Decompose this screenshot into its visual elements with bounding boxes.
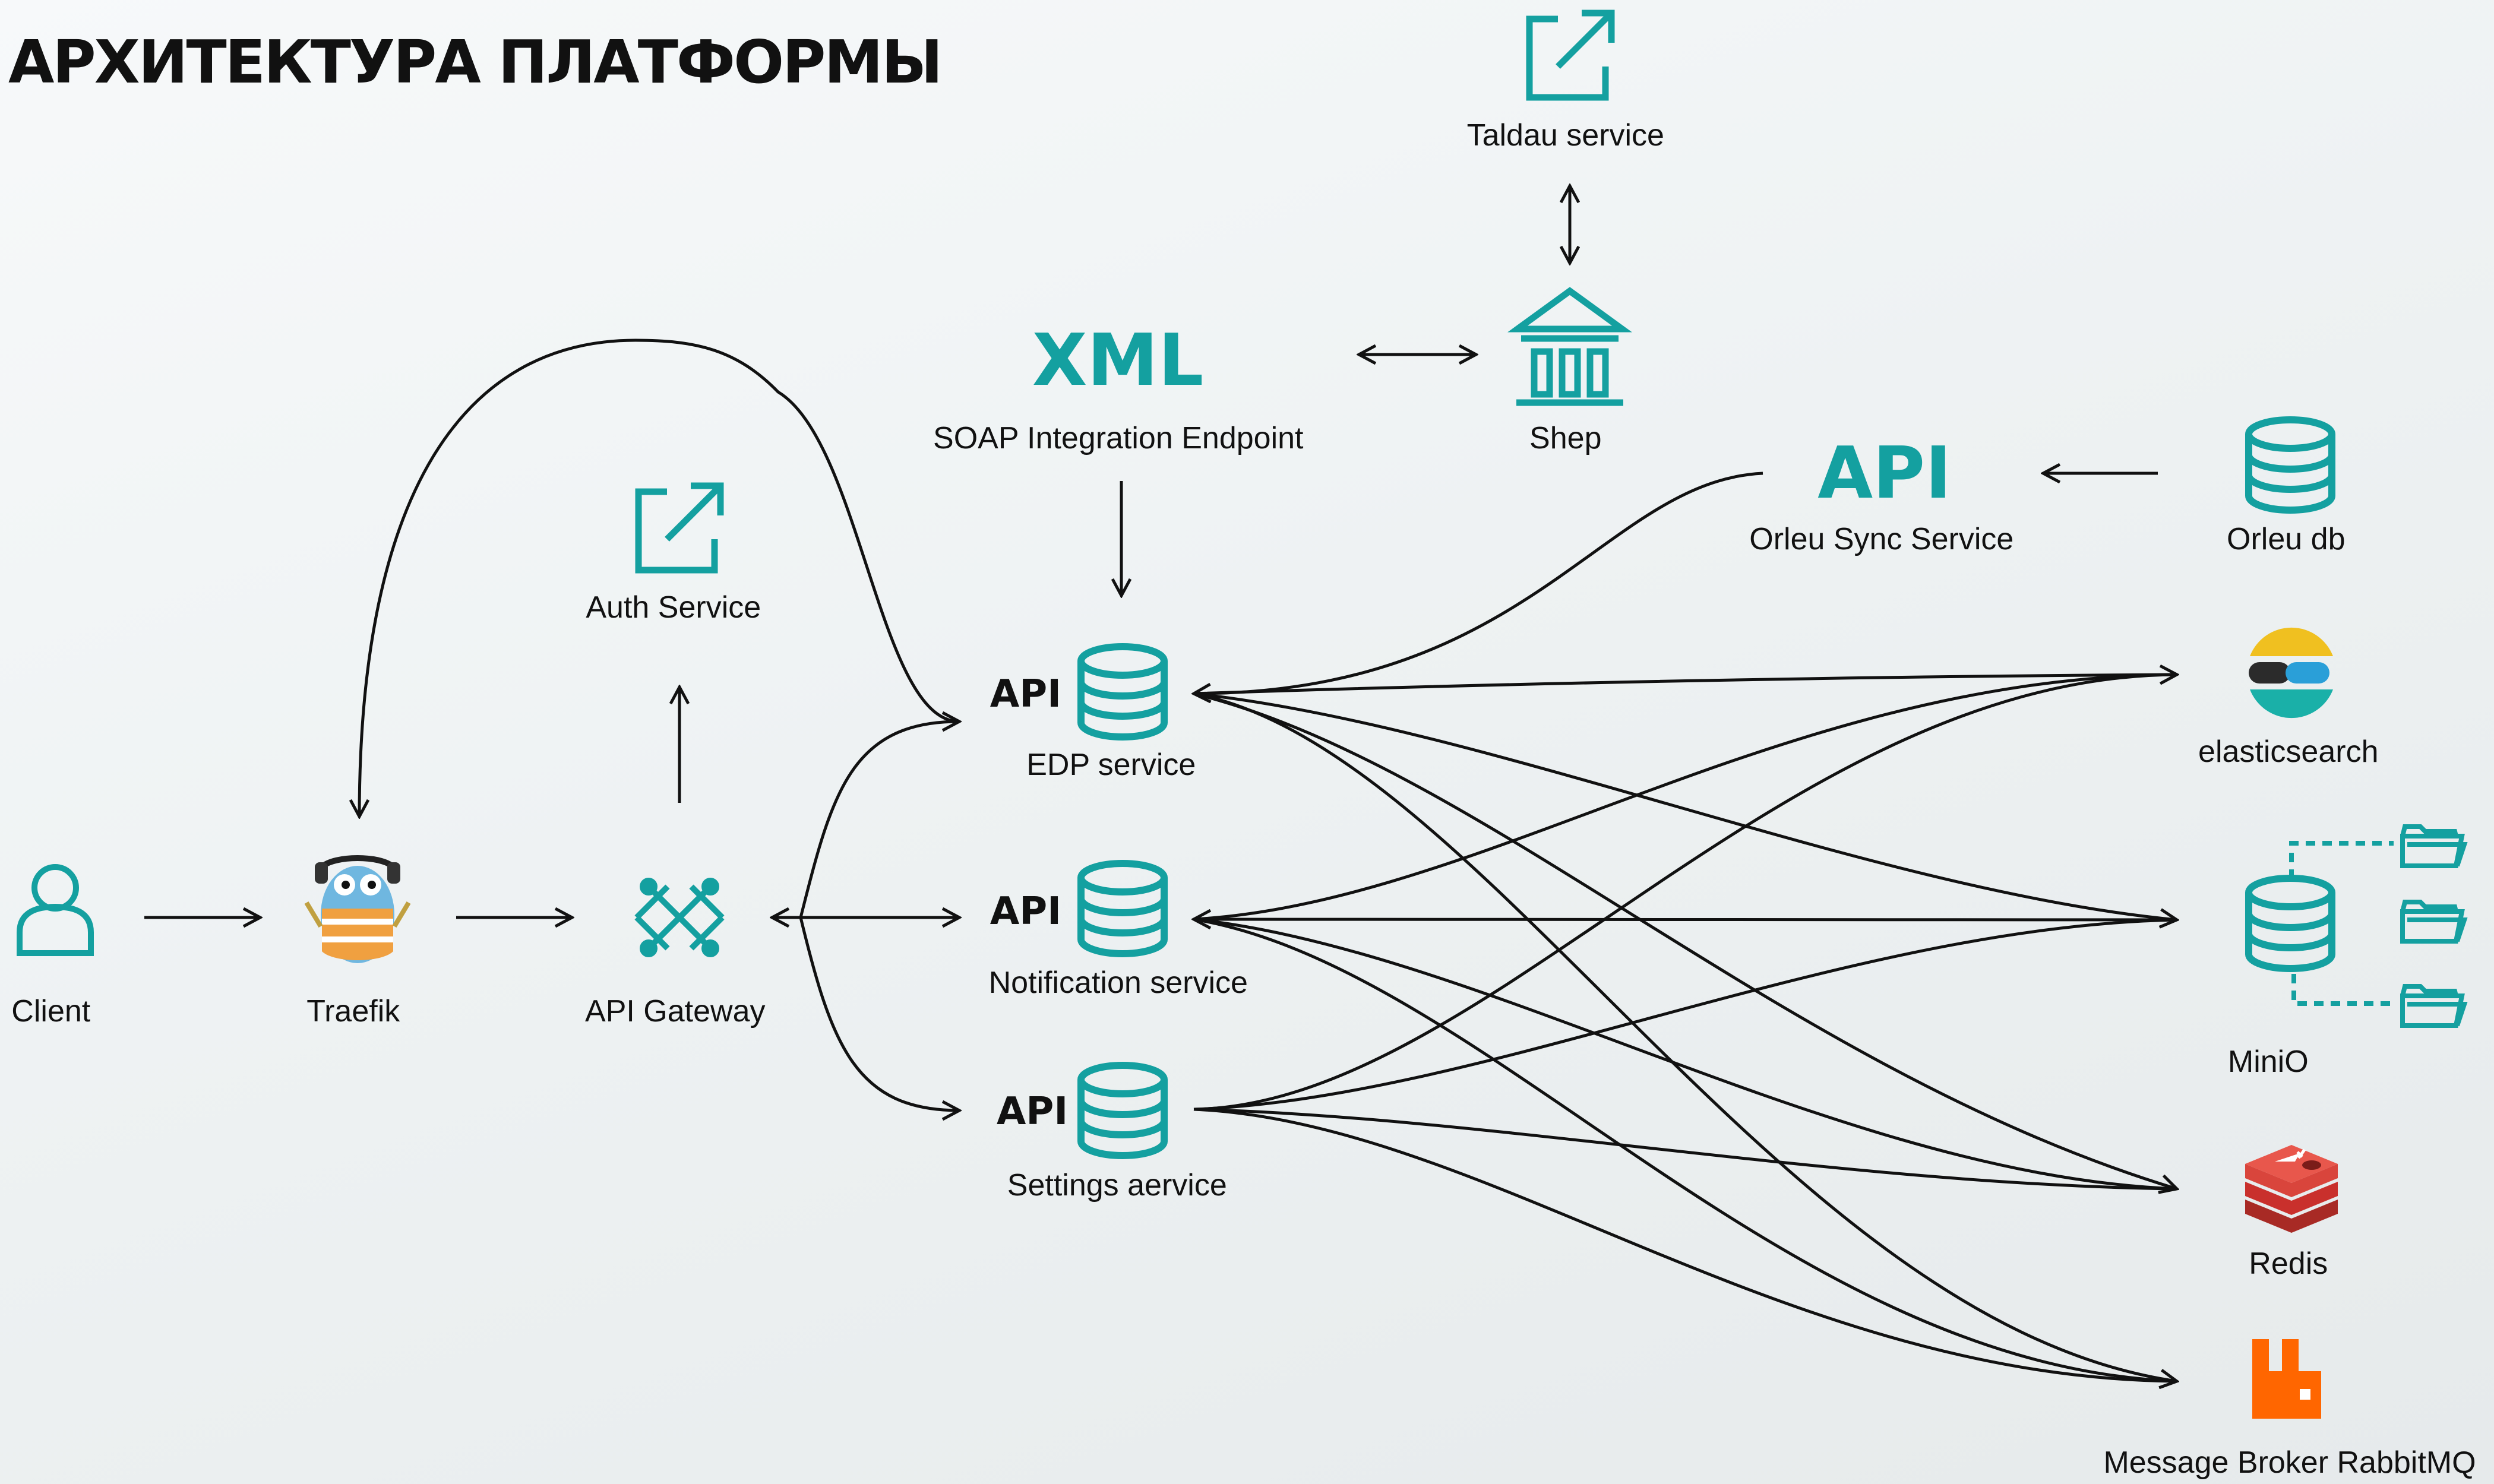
line-notification-rabbitmq <box>1193 917 2177 1383</box>
settings-database-icon <box>1081 1065 1164 1156</box>
elasticsearch-icon <box>2249 627 2333 719</box>
line-edp-redis <box>1193 692 2177 1189</box>
shep-label: Shep <box>1529 421 1601 455</box>
arrow-gateway-settings <box>799 917 959 1110</box>
bank-building-icon <box>1507 287 1632 406</box>
svg-text:Client Traefik API Gat: Client Traefik API Gateway Auth Service … <box>11 118 2476 1480</box>
orleu-sync-api-badge: API <box>1817 432 1951 515</box>
database-folders-icon <box>2249 827 2464 1026</box>
line-notification-redis <box>1193 917 2177 1191</box>
orleu-db-database-icon <box>2249 420 2332 510</box>
page-title: АРХИТЕКТУРА ПЛАТФОРМЫ <box>8 27 943 97</box>
line-settings-rabbitmq <box>1193 1108 2177 1383</box>
elasticsearch-label: elasticsearch <box>2198 735 2378 769</box>
settings-label: Settings aervice <box>1007 1168 1227 1203</box>
arrow-edp-elasticsearch <box>1194 675 2177 694</box>
notification-label: Notification service <box>989 966 1248 1000</box>
user-icon <box>17 864 94 956</box>
xml-badge: XML <box>1032 319 1203 402</box>
svg-text:XML API: XML API <box>1032 319 1952 515</box>
line-settings-redis <box>1193 1108 2177 1191</box>
auth-service-label: Auth Service <box>586 590 761 625</box>
orleu-sync-label: Orleu Sync Service <box>1749 522 2013 556</box>
taldau-label: Taldau service <box>1467 118 1664 153</box>
edp-api-badge: API <box>990 672 1061 716</box>
line-orleusync-edp <box>1193 472 1763 695</box>
soap-label: SOAP Integration Endpoint <box>933 421 1304 455</box>
api-gateway-icon <box>634 878 725 957</box>
arrow-edp-traefik-loop <box>359 338 960 817</box>
settings-api-badge: API <box>997 1090 1068 1134</box>
line-notification-elasticsearch <box>1193 673 2177 921</box>
redis-label: Redis <box>2249 1246 2328 1281</box>
rabbitmq-icon <box>2252 1339 2321 1419</box>
redis-icon <box>2245 1145 2338 1233</box>
arrow-gateway-edp <box>799 722 959 918</box>
line-settings-elasticsearch <box>1193 673 2177 1111</box>
traefik-gopher-icon <box>304 855 411 963</box>
external-link-icon <box>638 486 720 570</box>
notification-api-badge: API <box>990 890 1061 934</box>
orleu-db-label: Orleu db <box>2227 522 2345 556</box>
line-edp-rabbitmq <box>1193 692 2177 1381</box>
line-edp-minio <box>1193 692 2177 920</box>
external-link-icon <box>1529 13 1611 97</box>
client-label: Client <box>11 994 90 1029</box>
rabbitmq-label: Message Broker RabbitMQ <box>2103 1445 2476 1480</box>
minio-label: MiniO <box>2228 1045 2309 1079</box>
line-settings-minio <box>1193 918 2177 1111</box>
edp-label: EDP service <box>1026 748 1196 782</box>
edp-database-icon <box>1081 647 1164 737</box>
svg-text:API API API: API API API <box>990 672 1075 1134</box>
connectors <box>144 186 2177 1381</box>
traefik-label: Traefik <box>306 994 400 1029</box>
notification-database-icon <box>1081 863 1164 954</box>
api-gateway-label: API Gateway <box>585 994 765 1029</box>
arrow-notification-minio <box>1194 919 2177 920</box>
